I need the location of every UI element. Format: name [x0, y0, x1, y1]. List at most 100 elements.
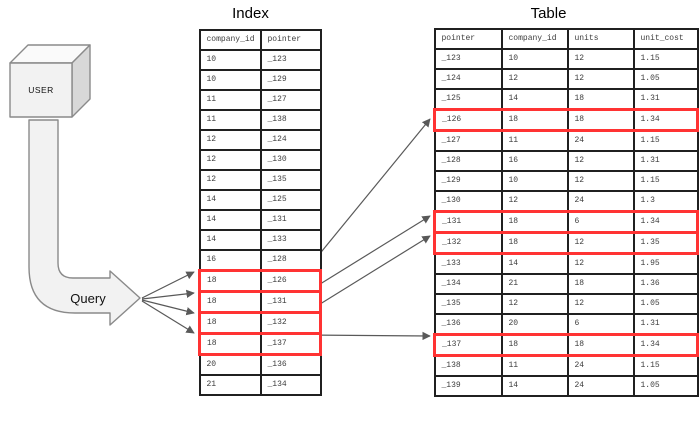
cell: 11: [198, 109, 262, 131]
index-row: 14_125: [198, 189, 322, 211]
cell: company_id: [198, 29, 262, 51]
cell: _136: [433, 313, 503, 336]
cell: 10: [500, 170, 569, 192]
cell: 10: [500, 48, 569, 70]
cell: 12: [566, 48, 635, 70]
cell: 14: [198, 209, 262, 231]
cell: _129: [259, 69, 322, 91]
cell: 12: [566, 252, 635, 275]
cell: 12: [566, 231, 635, 255]
cell: _136: [259, 353, 322, 376]
cell: 1.31: [632, 313, 699, 336]
cell: 1.05: [632, 68, 699, 90]
cell: 18: [198, 332, 262, 356]
cell: company_id: [500, 28, 569, 50]
index-row: 10_123: [198, 49, 322, 71]
cell: 11: [500, 129, 569, 152]
cell: 1.31: [632, 150, 699, 172]
index-row: 11_138: [198, 109, 322, 131]
index-row-highlighted: 18_126: [198, 269, 322, 293]
cell: 1.31: [632, 88, 699, 111]
cell: _128: [259, 249, 322, 272]
index-row: 21_134: [198, 374, 322, 396]
cell: _137: [259, 332, 322, 356]
cell: _135: [259, 169, 322, 191]
index-row: 16_128: [198, 249, 322, 272]
cell: _131: [433, 210, 503, 234]
index-row-highlighted: 18_131: [198, 290, 322, 314]
cell: 21: [198, 374, 262, 396]
cell: 10: [198, 69, 262, 91]
cell: _124: [259, 129, 322, 151]
cell: _132: [433, 231, 503, 255]
cell: _132: [259, 311, 322, 335]
cell: 6: [566, 210, 635, 234]
cell: _127: [259, 89, 322, 111]
index-row-highlighted: 18_132: [198, 311, 322, 335]
cell: _128: [433, 150, 503, 172]
cell: _124: [433, 68, 503, 90]
index-to-table-arrows: [303, 118, 431, 341]
cell: 24: [566, 190, 635, 213]
cell: 24: [566, 129, 635, 152]
cell: 14: [198, 229, 262, 251]
cell: 18: [500, 210, 569, 234]
cell: _125: [259, 189, 322, 211]
cell: 6: [566, 313, 635, 336]
cell: 12: [566, 150, 635, 172]
cell: 20: [500, 313, 569, 336]
index-row: 20_136: [198, 353, 322, 376]
cell: pointer: [259, 29, 322, 51]
cell: 12: [566, 68, 635, 90]
cell: _127: [433, 129, 503, 152]
index-table-title: Index: [232, 5, 269, 22]
cell: 1.05: [632, 293, 699, 315]
cell: _129: [433, 170, 503, 192]
cell: 20: [198, 353, 262, 376]
cell: 18: [566, 273, 635, 295]
cell: 12: [198, 169, 262, 191]
cell: 1.15: [632, 129, 699, 152]
cell: _137: [433, 333, 503, 357]
index-row: 14_133: [198, 229, 322, 251]
cell: 1.34: [632, 210, 699, 234]
cell: _123: [433, 48, 503, 70]
cell: 12: [198, 149, 262, 171]
cell: 18: [198, 269, 262, 293]
cell: _131: [259, 290, 322, 314]
cell: 12: [566, 293, 635, 315]
cell: 1.15: [632, 48, 699, 70]
cell: _126: [259, 269, 322, 293]
cell: _134: [259, 374, 322, 396]
cell: 12: [500, 293, 569, 315]
cell: 14: [198, 189, 262, 211]
cell: _139: [433, 375, 503, 397]
cell: 18: [566, 88, 635, 111]
cell: _130: [433, 190, 503, 213]
index-row: 11_127: [198, 89, 322, 111]
index-row: 12_135: [198, 169, 322, 191]
data-table-title: Table: [530, 5, 567, 22]
cell: 12: [566, 170, 635, 192]
index-row: 10_129: [198, 69, 322, 91]
cell: 12: [198, 129, 262, 151]
cell: 10: [198, 49, 262, 71]
cell: _126: [433, 108, 503, 132]
cell: 18: [566, 108, 635, 132]
index-row: 12_130: [198, 149, 322, 171]
cell: _123: [259, 49, 322, 71]
